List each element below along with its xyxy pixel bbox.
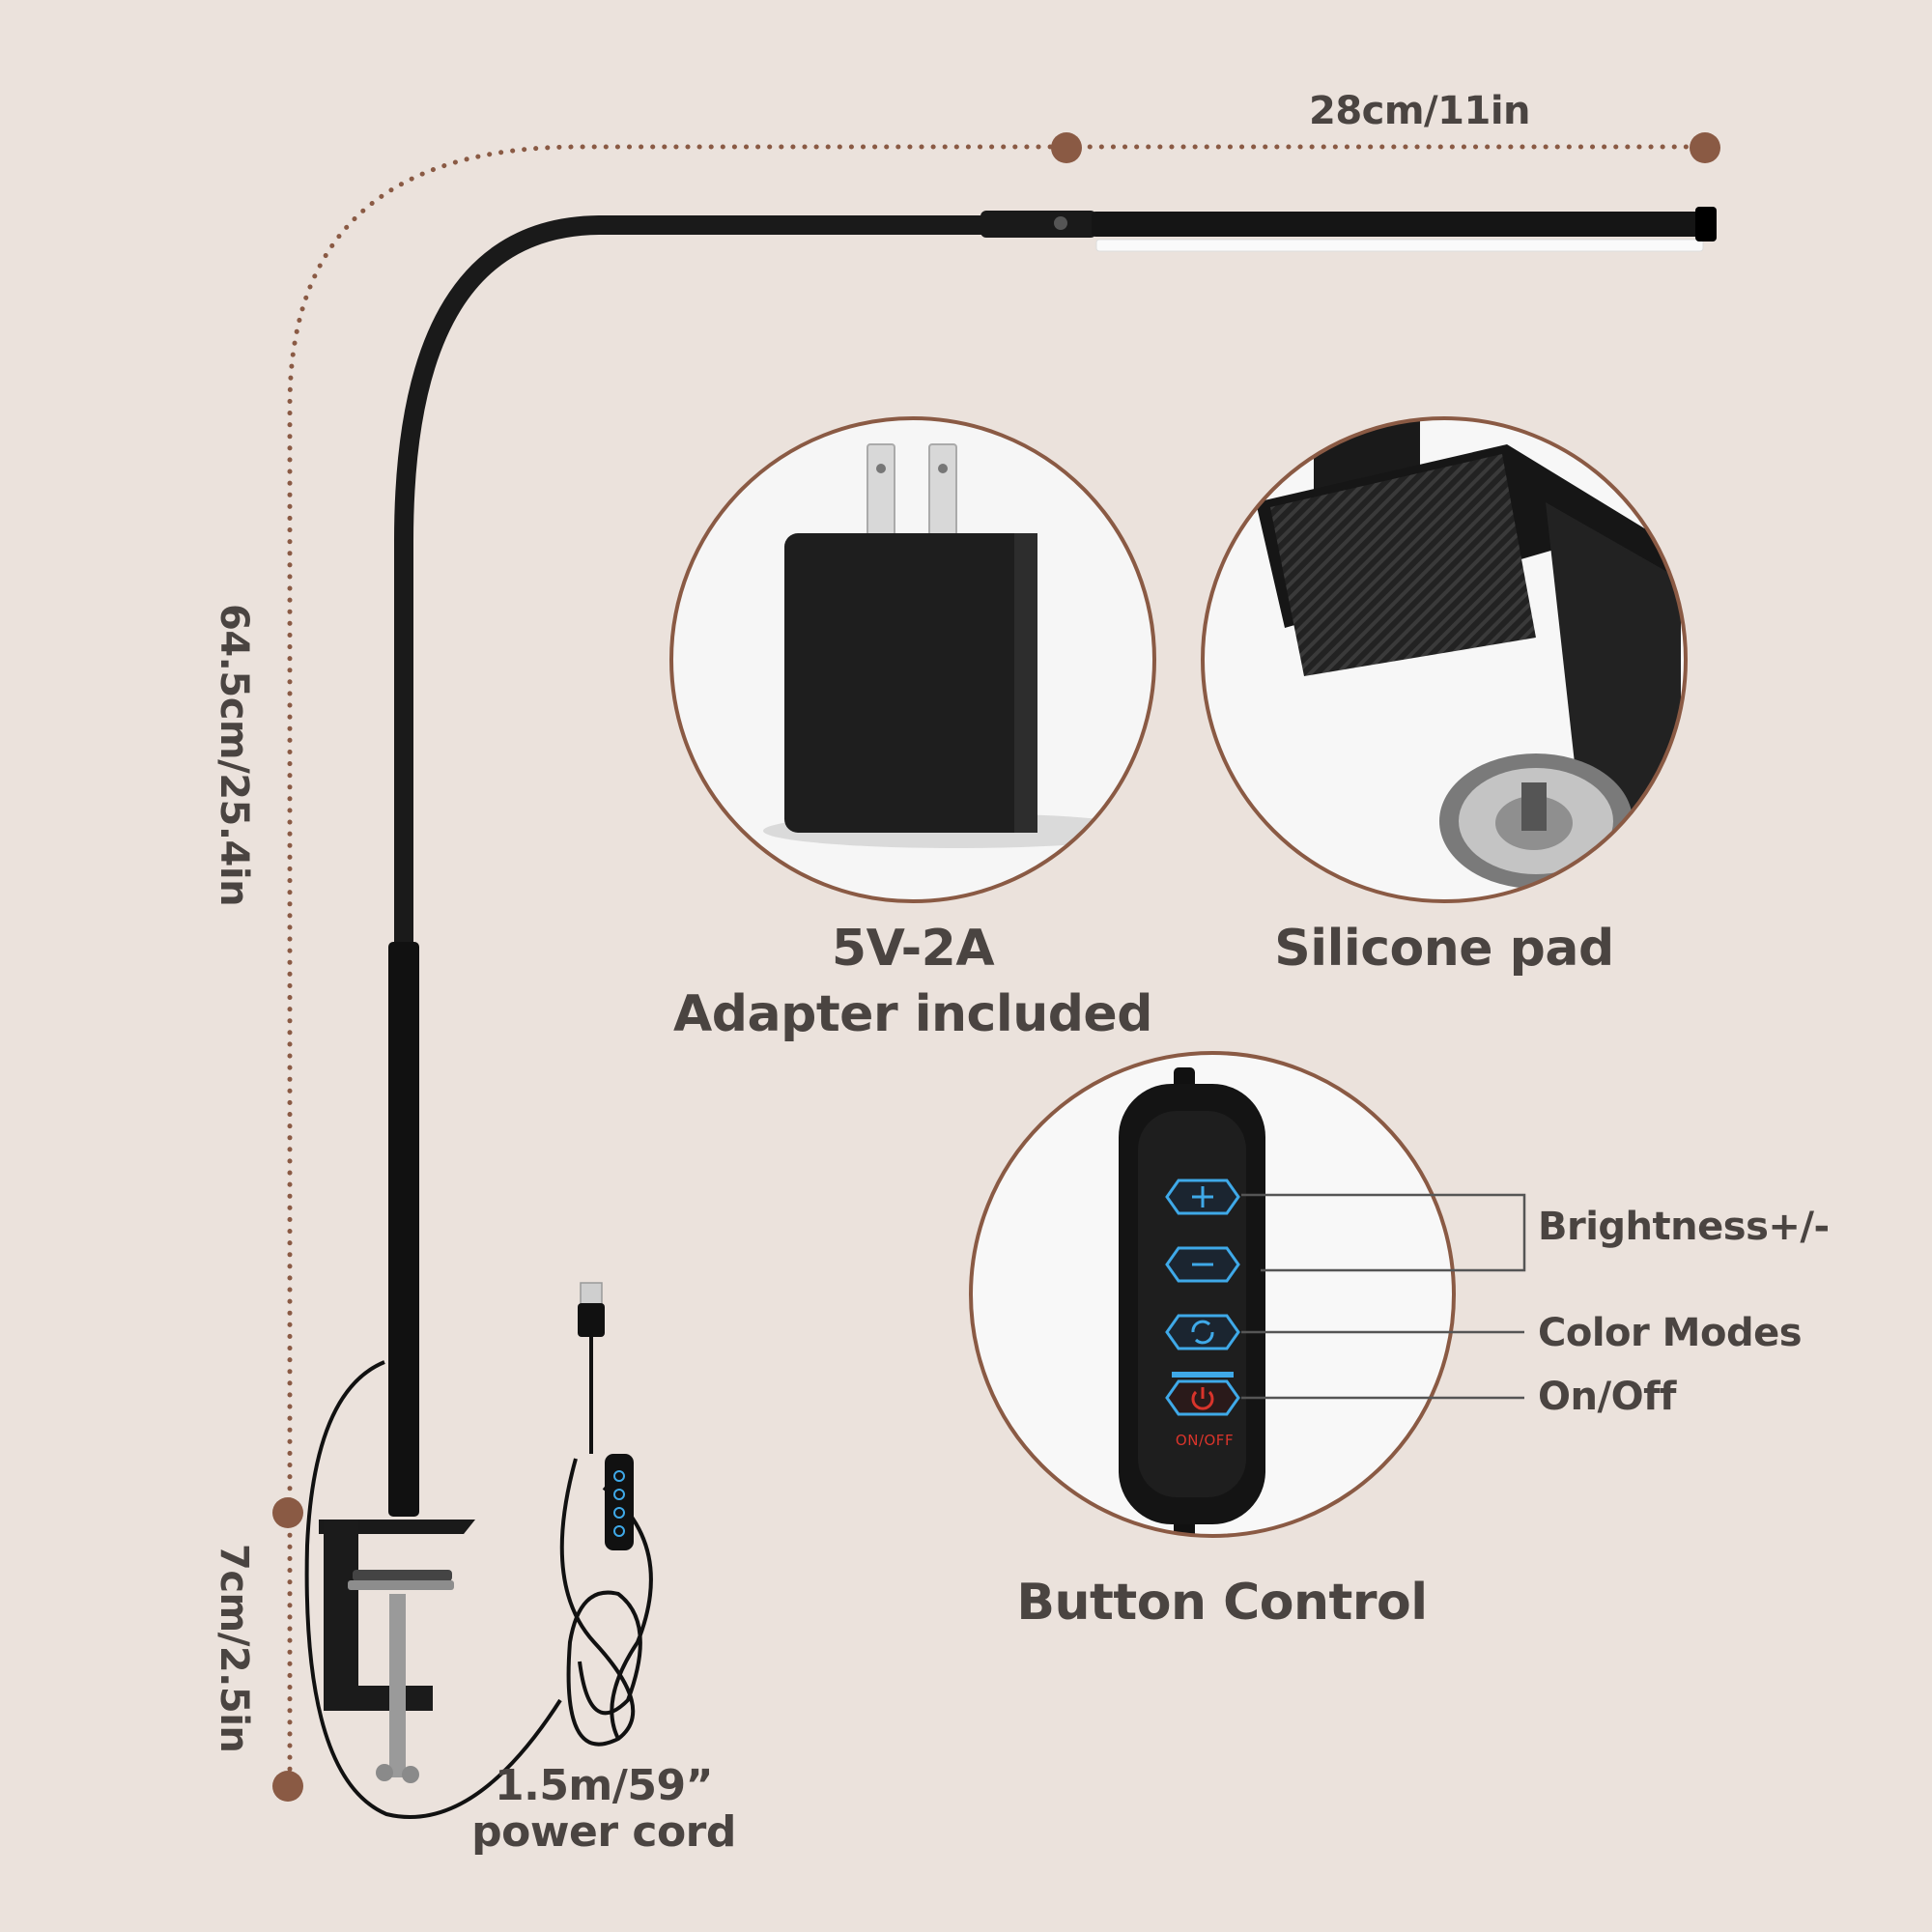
power-button	[1165, 1372, 1240, 1416]
minus-button	[1165, 1246, 1240, 1283]
plus-icon	[1192, 1186, 1213, 1208]
silicone-pad-image	[1201, 416, 1688, 903]
height-label: 64.5cm/25.4in	[212, 604, 256, 907]
power-cord	[304, 1333, 653, 1819]
clamp-marker-bottom	[272, 1771, 303, 1802]
cord-label: 1.5m/59” power cord	[454, 1763, 753, 1856]
joint-knob-icon	[1054, 216, 1067, 230]
button-control-image	[969, 1051, 1526, 1538]
light-bar	[1092, 212, 1710, 237]
width-marker-start	[1051, 132, 1082, 163]
brightness-callout: Brightness+/-	[1538, 1205, 1830, 1249]
cord-description: power cord	[471, 1807, 736, 1857]
adapter-spec: 5V-2A	[831, 920, 995, 978]
gooseneck-arm	[394, 215, 995, 961]
height-dimension-line	[287, 144, 1069, 1515]
remote-on-off-text: ON/OFF	[1175, 1432, 1235, 1449]
desk-clamp	[319, 1520, 475, 1783]
light-bar-led	[1095, 239, 1704, 252]
light-bar-cap	[1695, 207, 1717, 242]
silicone-pad-label: Silicone pad	[1274, 920, 1614, 978]
callout-lines	[1241, 1193, 1526, 1400]
width-label: 28cm/11in	[1309, 89, 1531, 133]
cord-length: 1.5m/59”	[494, 1761, 714, 1810]
clamp-marker-top	[272, 1497, 303, 1528]
dimension-markers	[272, 132, 1720, 1802]
clamp-height-label: 7cm/2.5in	[212, 1544, 256, 1753]
plus-button	[1165, 1179, 1240, 1215]
adapter-description: Adapter included	[673, 985, 1152, 1043]
adapter-label: 5V-2A Adapter included	[671, 916, 1154, 1047]
adapter-prong-right	[928, 443, 957, 537]
adapter-prong-left	[867, 443, 895, 537]
inline-switch-buttons	[613, 1470, 625, 1537]
adapter-image	[669, 416, 1156, 903]
adapter-body	[784, 533, 1037, 833]
button-control-label: Button Control	[1016, 1574, 1428, 1632]
lamp-pole	[388, 942, 419, 1517]
inline-switch	[605, 1454, 634, 1550]
lamp	[304, 207, 1717, 1819]
width-marker-end	[1690, 132, 1720, 163]
power-icon	[1191, 1387, 1214, 1410]
arm-joint	[980, 211, 1096, 238]
on-off-callout: On/Off	[1538, 1375, 1676, 1419]
color-mode-button	[1165, 1314, 1240, 1350]
cycle-icon	[1191, 1320, 1214, 1345]
color-modes-callout: Color Modes	[1538, 1311, 1803, 1355]
dimension-lines	[287, 144, 1708, 1788]
usb-plug-icon	[578, 1282, 605, 1337]
